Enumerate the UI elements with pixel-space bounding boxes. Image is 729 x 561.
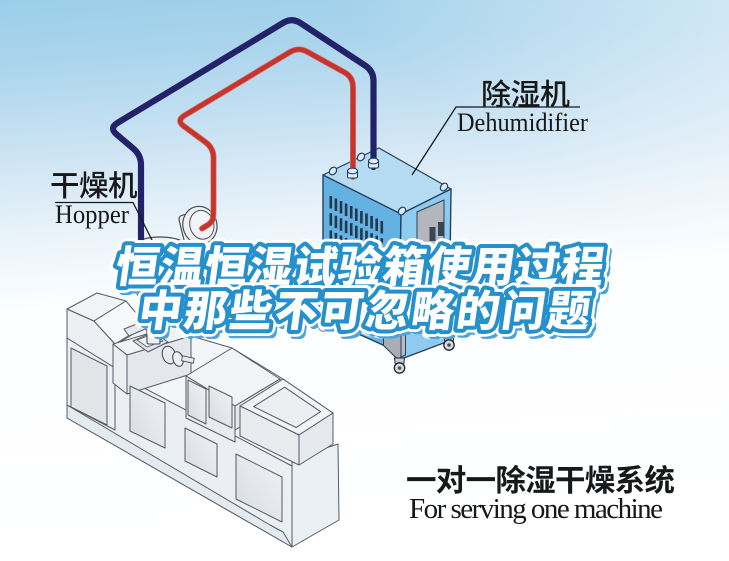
svg-text:Hopper: Hopper [55, 200, 129, 229]
svg-text:Dehumidifier: Dehumidifier [457, 108, 588, 137]
svg-text:For serving one machine: For serving one machine [409, 493, 663, 525]
